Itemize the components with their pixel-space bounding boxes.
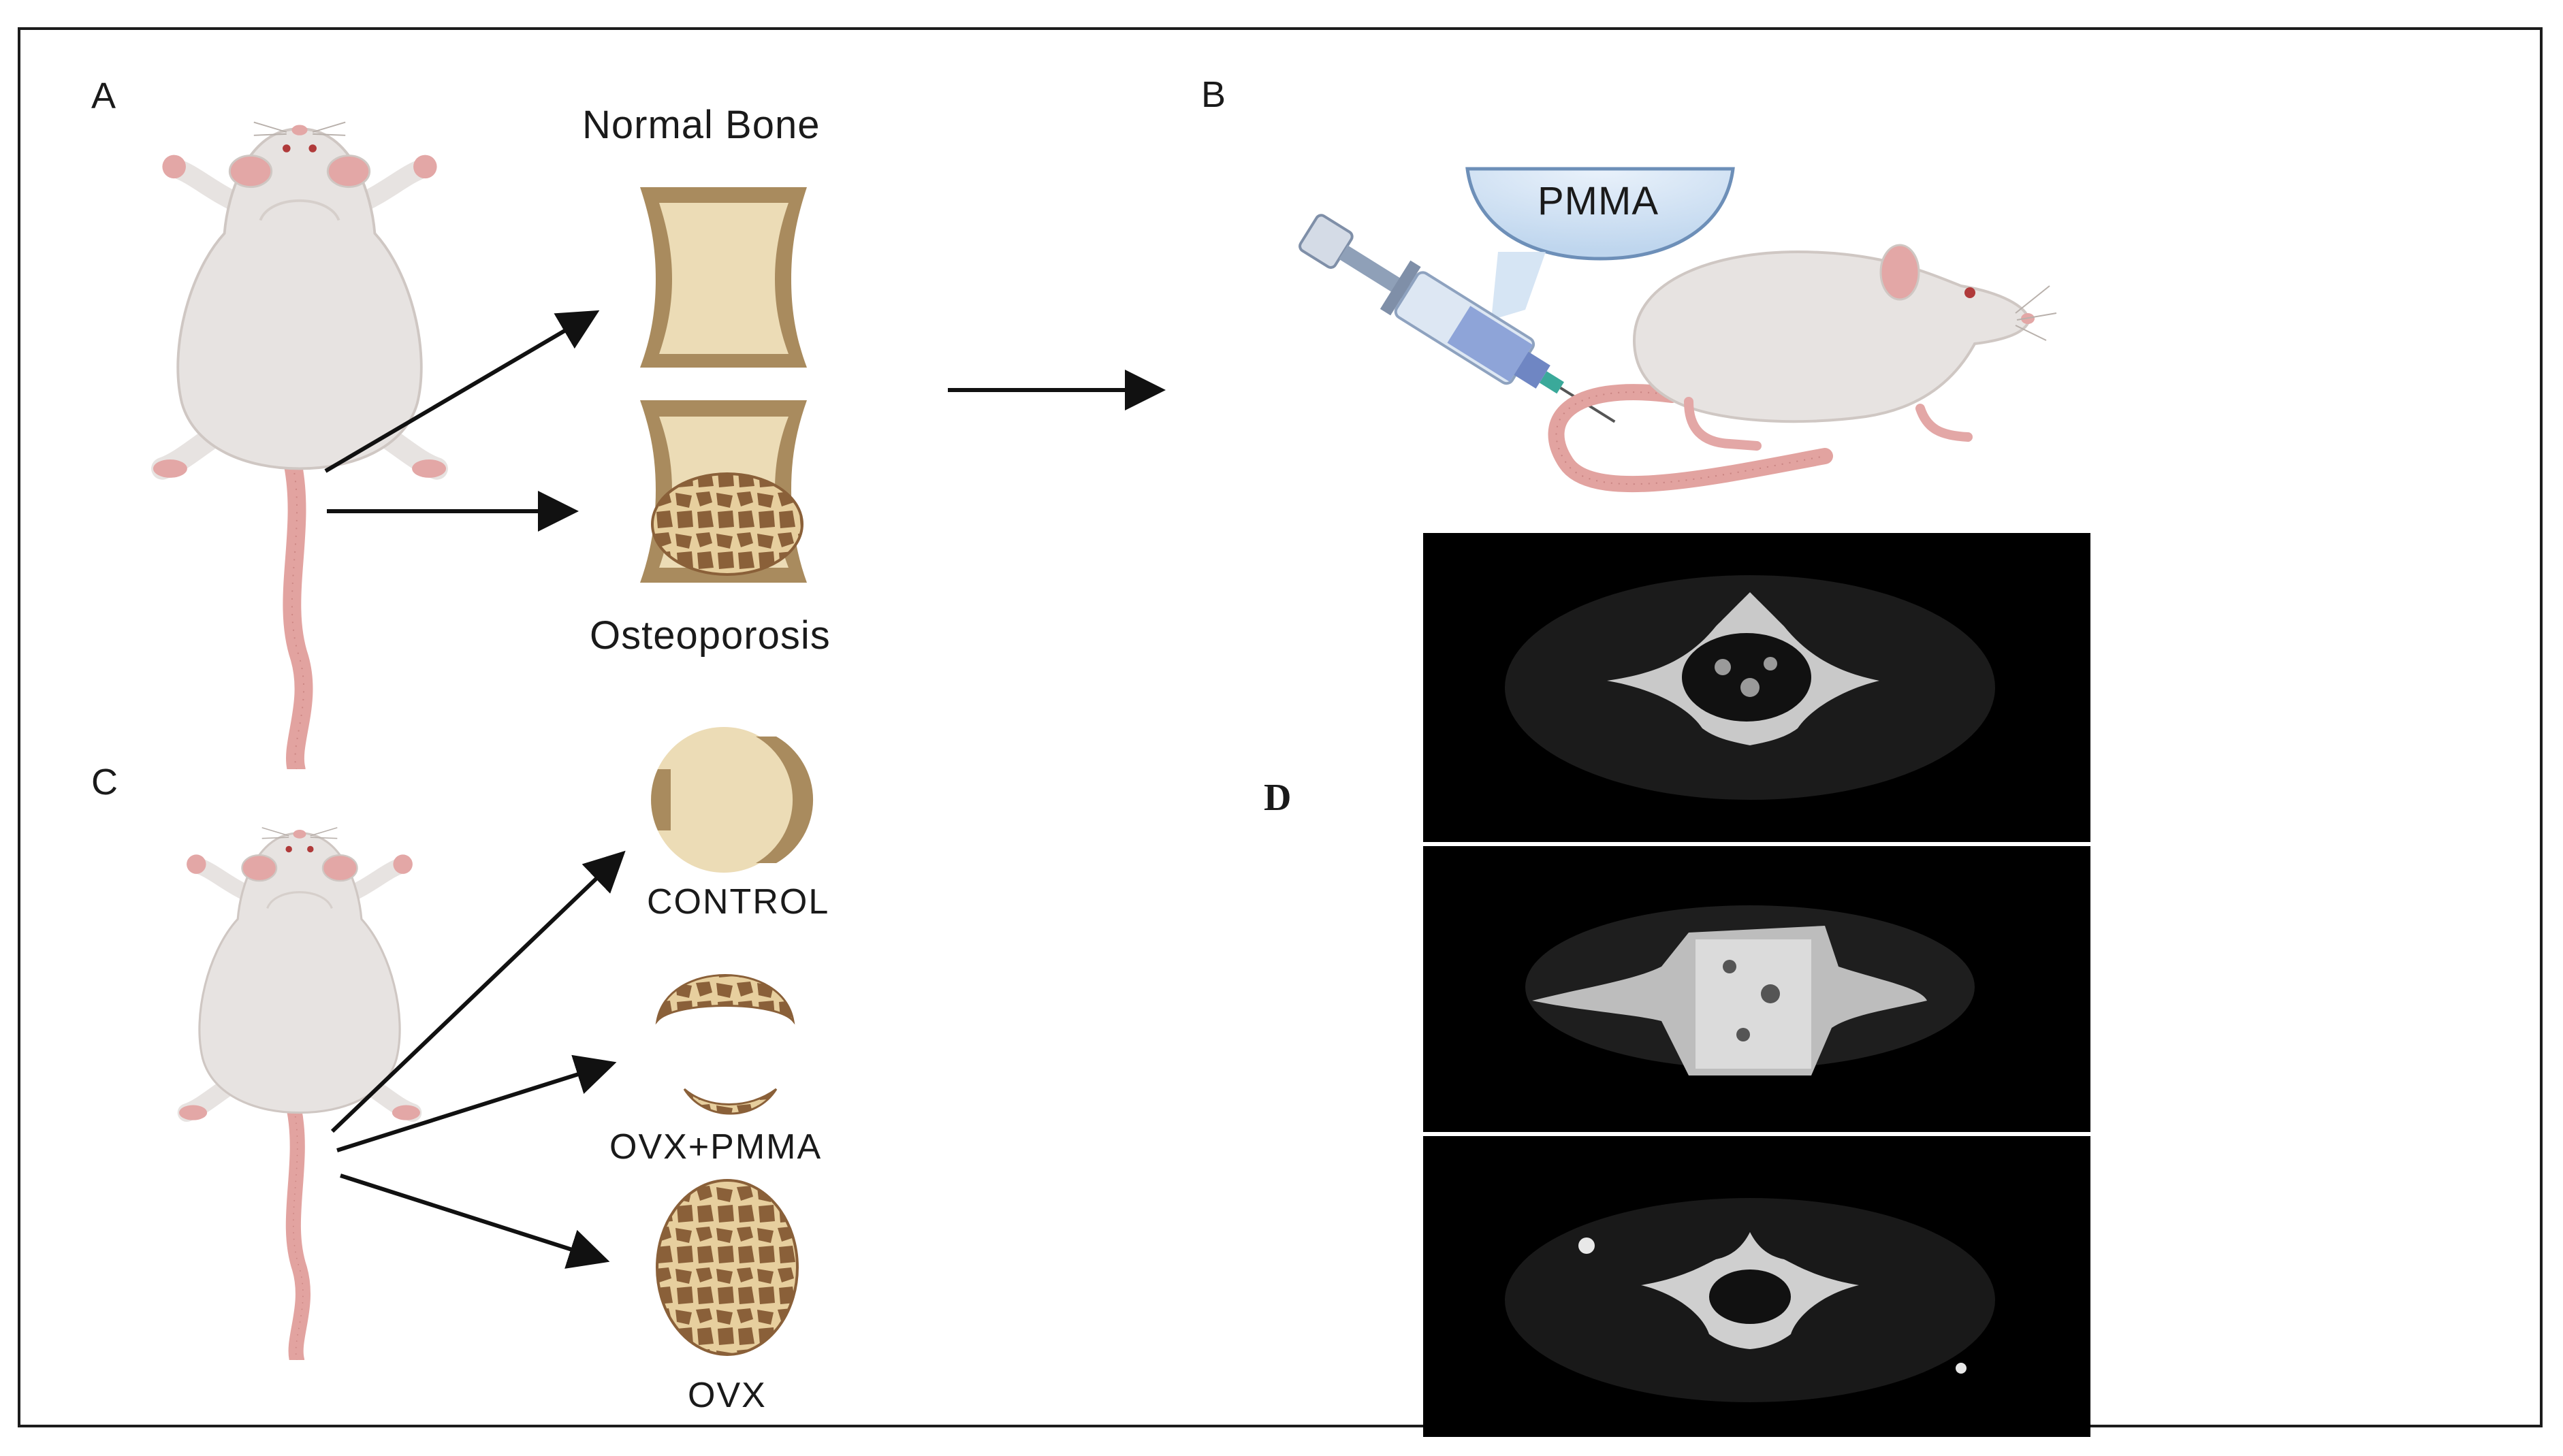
figure-frame (18, 27, 2543, 1427)
arrow-to-control (330, 850, 626, 1133)
arrow-to-ovx (340, 1174, 610, 1269)
panel-label-c: C (91, 762, 118, 803)
control-bone-section (651, 727, 814, 873)
normal-bone-label: Normal Bone (582, 103, 821, 147)
ct-scan-ovx-pmma (1525, 905, 1975, 1075)
group-label-ovx-pmma: OVX+PMMA (609, 1127, 823, 1167)
pmma-label: PMMA (1538, 179, 1659, 223)
mouse-top-view-a (153, 123, 446, 769)
mouse-side-view (1548, 244, 2057, 493)
panel-label-d: D (1264, 777, 1292, 819)
panel-label-b: B (1201, 74, 1226, 115)
ct-scan-ovx (1505, 1198, 1995, 1402)
ovx-bone-section (656, 1179, 799, 1356)
normal-bone-illustration (640, 187, 807, 368)
ovx-pmma-bone-section (655, 974, 795, 1115)
osteoporosis-label: Osteoporosis (590, 613, 831, 658)
arrow-to-ovx-pmma (336, 1054, 617, 1152)
arrow-to-normal-bone (324, 310, 600, 473)
panel-label-a: A (91, 76, 116, 116)
group-label-ovx: OVX (688, 1376, 767, 1415)
group-label-control: CONTROL (647, 882, 830, 922)
mouse-top-view-c (179, 828, 420, 1360)
osteoporosis-bone-illustration (640, 400, 807, 583)
syringe-illustration (1299, 167, 1735, 423)
ct-scan-control (1505, 575, 1995, 800)
